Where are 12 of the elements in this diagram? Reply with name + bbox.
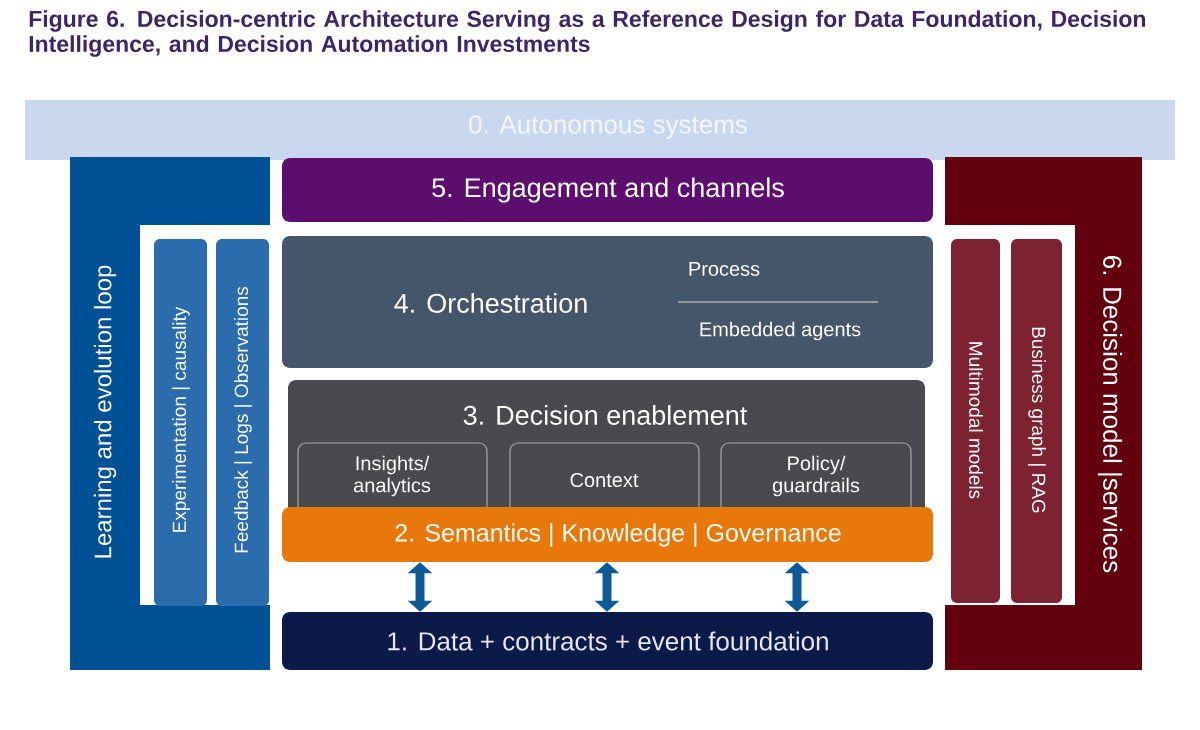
layer-box: 4. Orchestration Process Embedded agents	[282, 236, 933, 368]
vertical-box: Experimentation | causality	[154, 239, 207, 606]
layer-box: 1. Data + contracts + event foundation	[282, 612, 933, 670]
layer-box: 5. Engagement and channels	[282, 158, 933, 222]
figure-title: Figure 6. Decision-centric Architecture Serving as a Reference Design for Data Foundation, Decision Intelligence, and Decision Automation Investments	[29, 10, 1146, 57]
double-arrow	[784, 562, 810, 612]
vertical-box: Feedback | Logs | Observations	[216, 239, 269, 606]
double-arrow	[407, 562, 433, 612]
vertical-box: Multimodal models	[951, 239, 1000, 603]
layer-band: 2. Semantics | Knowledge | Governance	[282, 507, 933, 562]
double-arrow	[594, 562, 620, 612]
vertical-box: Business graph | RAG	[1011, 239, 1062, 603]
